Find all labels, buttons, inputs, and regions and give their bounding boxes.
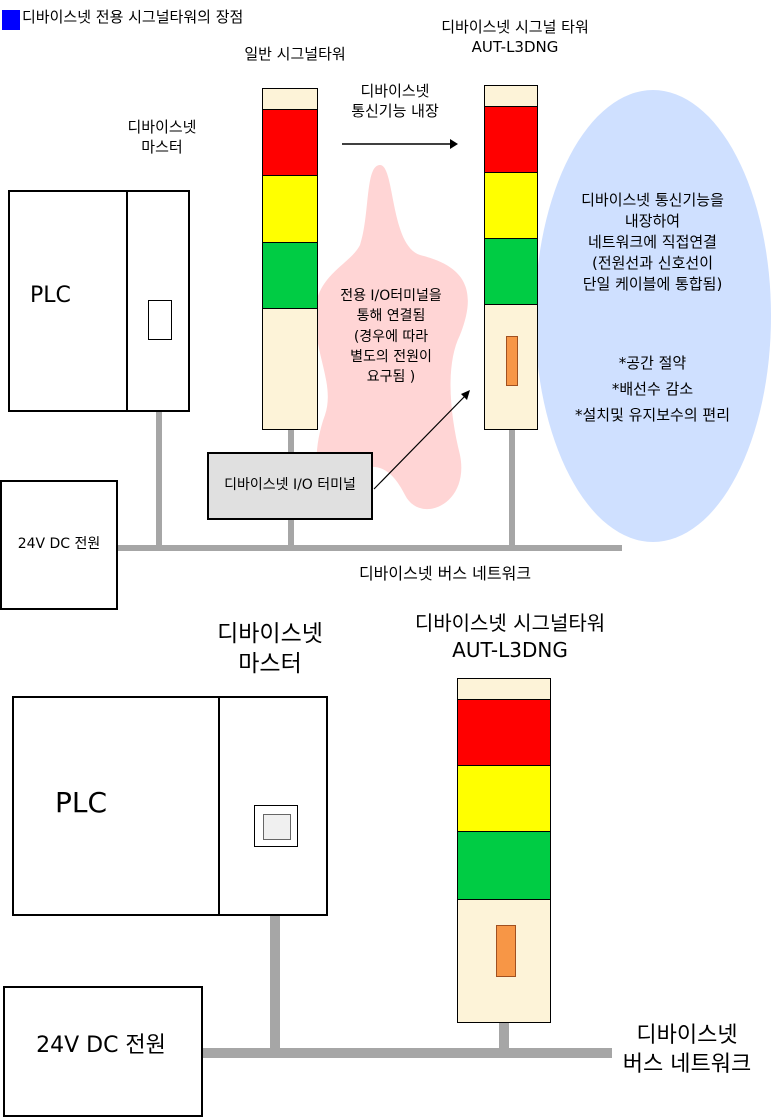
dnet-signal-tower-top (484, 85, 538, 430)
master-label-top: 디바이스넷 마스터 (127, 118, 197, 156)
dnet-tower-green-light-top (485, 238, 537, 304)
dnet-signal-tower-bottom (457, 678, 551, 1023)
dnet-tower-red-light-bottom (458, 699, 550, 765)
diagonal-arrow-icon (373, 390, 470, 490)
normal-tower-yellow-light (263, 175, 317, 242)
power-label-top: 24V DC 전원 (17, 536, 101, 552)
dnet-tower-label-top: 디바이스넷 시그널 타워 AUT-L3DNG (441, 18, 589, 56)
dnet-status-indicator-bottom (496, 925, 516, 977)
master-label-bottom: 디바이스넷 마스터 (217, 621, 323, 677)
benefit-item-2: *설치및 유지보수의 편리 (574, 406, 731, 424)
plc-label-bottom: PLC (55, 786, 108, 819)
dnet-tower-wire-bottom (499, 1020, 509, 1052)
master-port-socket-bottom (263, 814, 291, 840)
plc-box-bottom (12, 696, 220, 916)
benefit-item-0: *공간 절약 (618, 354, 687, 372)
power-supply-bottom (3, 986, 203, 1117)
master-box-top (126, 190, 190, 412)
bus-label-bottom: 디바이스넷 버스 네트워크 (622, 1023, 752, 1077)
diagram-title: 디바이스넷 전용 시그널타워의 장점 (22, 8, 244, 26)
master-drop-wire-bottom (270, 845, 280, 1051)
normal-signal-tower (262, 88, 318, 430)
benefit-ellipse (535, 90, 771, 542)
normal-tower-red-light (263, 109, 317, 175)
builtin-comm-label: 디바이스넷 통신기능 내장 (351, 82, 439, 120)
dnet-tower-label-bottom: 디바이스넷 시그널타워 AUT-L3DNG (414, 611, 606, 662)
benefit-item-1: *배선수 감소 (611, 380, 694, 398)
io-terminal-label: 디바이스넷 I/O 터미널 (224, 477, 356, 493)
master-drop-wire-top (156, 338, 162, 548)
master-port-bottom (254, 805, 298, 847)
dnet-tower-cap-bottom (458, 679, 550, 699)
dnet-tower-yellow-light-bottom (458, 765, 550, 831)
power-label-bottom: 24V DC 전원 (36, 1033, 166, 1058)
dnet-tower-wire-top (509, 428, 515, 548)
power-supply-top (0, 480, 118, 610)
dnet-status-indicator-top (506, 336, 518, 386)
ellipse-description: 디바이스넷 통신기능을 내장하여 네트워크에 직접연결 (전원선과 신호선이 단… (581, 191, 724, 293)
right-arrow-icon (342, 139, 458, 149)
bus-label-top: 디바이스넷 버스 네트워크 (358, 564, 532, 583)
dnet-tower-green-light-bottom (458, 831, 550, 899)
io-terminal-box (207, 452, 373, 520)
master-port-top (148, 300, 172, 340)
dnet-tower-red-light-top (485, 106, 537, 172)
normal-tower-base (263, 308, 317, 429)
io-terminal-note: 전용 I/O터미널을 통해 연결됨 (경우에 따라 별도의 전원이 요구됨 ) (340, 288, 442, 386)
bus-line-top (116, 545, 622, 551)
dnet-tower-cap-top (485, 86, 537, 106)
normal-tower-green-light (263, 242, 317, 308)
bus-line-bottom (202, 1048, 612, 1058)
io-terminal-note-blob (315, 165, 468, 510)
normal-tower-cap (263, 89, 317, 109)
dnet-tower-yellow-light-top (485, 172, 537, 238)
plc-label-top: PLC (30, 283, 71, 308)
title-marker-square (2, 10, 20, 30)
normal-tower-label: 일반 시그널타워 (244, 45, 346, 63)
